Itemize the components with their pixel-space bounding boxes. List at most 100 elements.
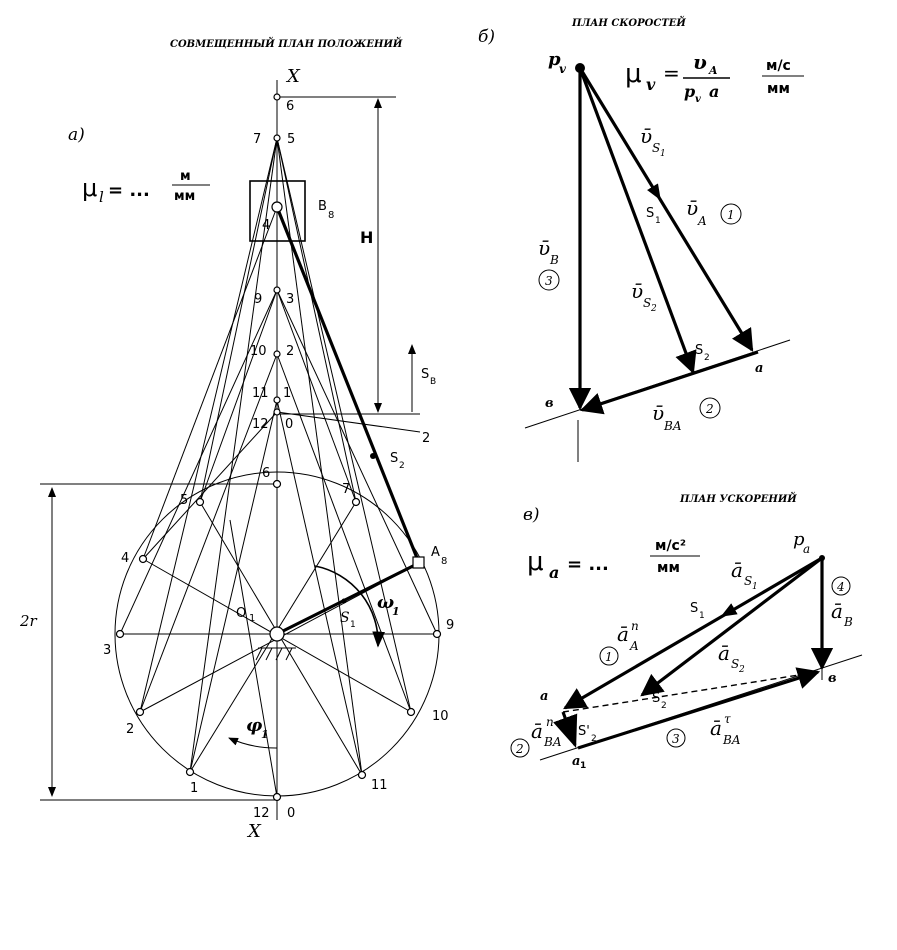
vb-circle (538, 269, 560, 291)
vector-vs2 (578, 67, 697, 375)
crank-point-labels: 1 2 3 4 5 6 7 9 10 11 12 0 (103, 466, 454, 821)
omega-sub: 1 (392, 605, 400, 618)
svg-text:2: 2 (286, 344, 294, 359)
svg-text:11: 11 (371, 778, 388, 793)
vector-aban (553, 711, 578, 749)
s2-point (370, 453, 376, 459)
aan-label: ā (617, 622, 629, 646)
accel-pole-sub: a (803, 542, 810, 556)
rod-position-lines (119, 137, 438, 798)
vba-sub: BA (663, 419, 682, 433)
vb-label: ῡ (538, 236, 550, 260)
positions-plan: X X (19, 66, 454, 842)
s1-label: S (340, 610, 350, 626)
slider-label: B (318, 199, 327, 214)
vector-as2 (640, 556, 823, 697)
svg-text:6: 6 (262, 466, 270, 481)
center-label: O (236, 606, 246, 621)
ab-circle (831, 576, 851, 596)
abat-label: ā (710, 716, 722, 740)
v-pt-s2: S (695, 343, 703, 358)
svg-text:5: 5 (180, 493, 188, 508)
abat-num: 3 (672, 732, 680, 746)
as2-subsub: 2 (738, 665, 745, 675)
ground-hatch (255, 647, 296, 661)
a-pt-a1-sub: 1 (580, 761, 586, 771)
sb-sub: B (430, 377, 436, 387)
omega-arrow (314, 565, 386, 648)
velocity-frac-num-sub: A (708, 64, 718, 77)
svg-text:3: 3 (103, 643, 111, 658)
svg-text:10: 10 (432, 709, 449, 724)
svg-text:3: 3 (286, 292, 294, 307)
as2-sub: S (731, 657, 739, 671)
slider-joint (271, 201, 283, 213)
crank-label: A (431, 545, 440, 560)
accel-ab-dashed (562, 671, 819, 713)
center-index: 1 (249, 613, 255, 624)
v-pt-s1-sub: 1 (655, 216, 661, 226)
abat-sup: τ (724, 712, 731, 726)
aan-num: 1 (605, 650, 613, 664)
aan-sub: A (629, 639, 639, 653)
slider-index: 8 (328, 210, 334, 221)
two-r-label: 2r (19, 612, 38, 630)
aan-circle (599, 646, 619, 666)
a-pt-a: a (540, 689, 548, 704)
abat-circle (666, 728, 686, 748)
velocity-frac-den: p (684, 82, 695, 101)
as2-label: ā (718, 641, 730, 665)
phi-sub: 1 (261, 728, 269, 741)
vector-as1 (720, 557, 823, 617)
stroke-end-line (276, 411, 421, 433)
velocity-frac-num: υ (693, 50, 707, 74)
positions-plan-title: СОВМЕЩЕННЫЙ ПЛАН ПОЛОЖЕНИЙ (170, 37, 403, 50)
scale-den: мм (174, 189, 195, 204)
slider-point-labels: 6 7 5 4 9 3 10 2 11 1 12 0 (250, 99, 295, 432)
svg-text:7: 7 (253, 132, 261, 147)
svg-text:4: 4 (262, 218, 270, 233)
accel-mu: μ (527, 547, 544, 577)
vs1-subsub: 1 (660, 149, 666, 159)
svg-text:1: 1 (283, 386, 291, 401)
accel-pole-point (819, 555, 825, 561)
velocity-pole: p (548, 49, 561, 70)
as1-sub: S (744, 574, 752, 588)
v-pt-s2-sub: 2 (704, 353, 710, 363)
va-num: 1 (727, 208, 735, 222)
vba-circle (699, 397, 721, 419)
velocity-pole-sub: v (559, 62, 567, 76)
slider-points (273, 93, 281, 416)
velocity-plan-title: ПЛАН СКОРОСТЕЙ (571, 16, 686, 29)
vs1-sub: S (652, 141, 660, 155)
acceleration-plan: p a μ a = ... м/с² мм ā S 1 ā B 4 ā A n … (510, 529, 863, 771)
crank-index: 8 (441, 556, 447, 567)
velocity-eq: = (663, 61, 680, 85)
vector-abat (577, 667, 821, 750)
axis-x-bottom-label: X (246, 821, 262, 842)
phi-arrow (228, 737, 278, 749)
velocity-unit-den: мм (767, 81, 790, 97)
svg-text:5: 5 (287, 132, 295, 147)
vector-vs1 (579, 67, 661, 201)
omega-label: ω (377, 592, 394, 613)
velocity-unit-num: м/с (766, 58, 791, 74)
svg-text:2: 2 (126, 722, 134, 737)
phi-label: φ (246, 715, 263, 736)
accel-pole: p (793, 529, 805, 550)
va-sub: A (697, 214, 707, 228)
svg-text:12: 12 (253, 806, 270, 821)
accel-unit-den: мм (657, 560, 680, 576)
velocity-mu-sub: v (646, 75, 656, 94)
vb-num: 3 (545, 274, 553, 288)
as1-subsub: 1 (752, 582, 758, 592)
ab-sub: B (843, 615, 853, 629)
scale-sub: l (99, 188, 104, 206)
svg-text:11: 11 (252, 386, 269, 401)
center-o1 (269, 626, 285, 642)
a-pt-b: в (828, 671, 837, 686)
stroke-label: H (360, 228, 373, 247)
vba-label: ῡ (652, 401, 664, 425)
vs2-subsub: 2 (650, 304, 657, 314)
